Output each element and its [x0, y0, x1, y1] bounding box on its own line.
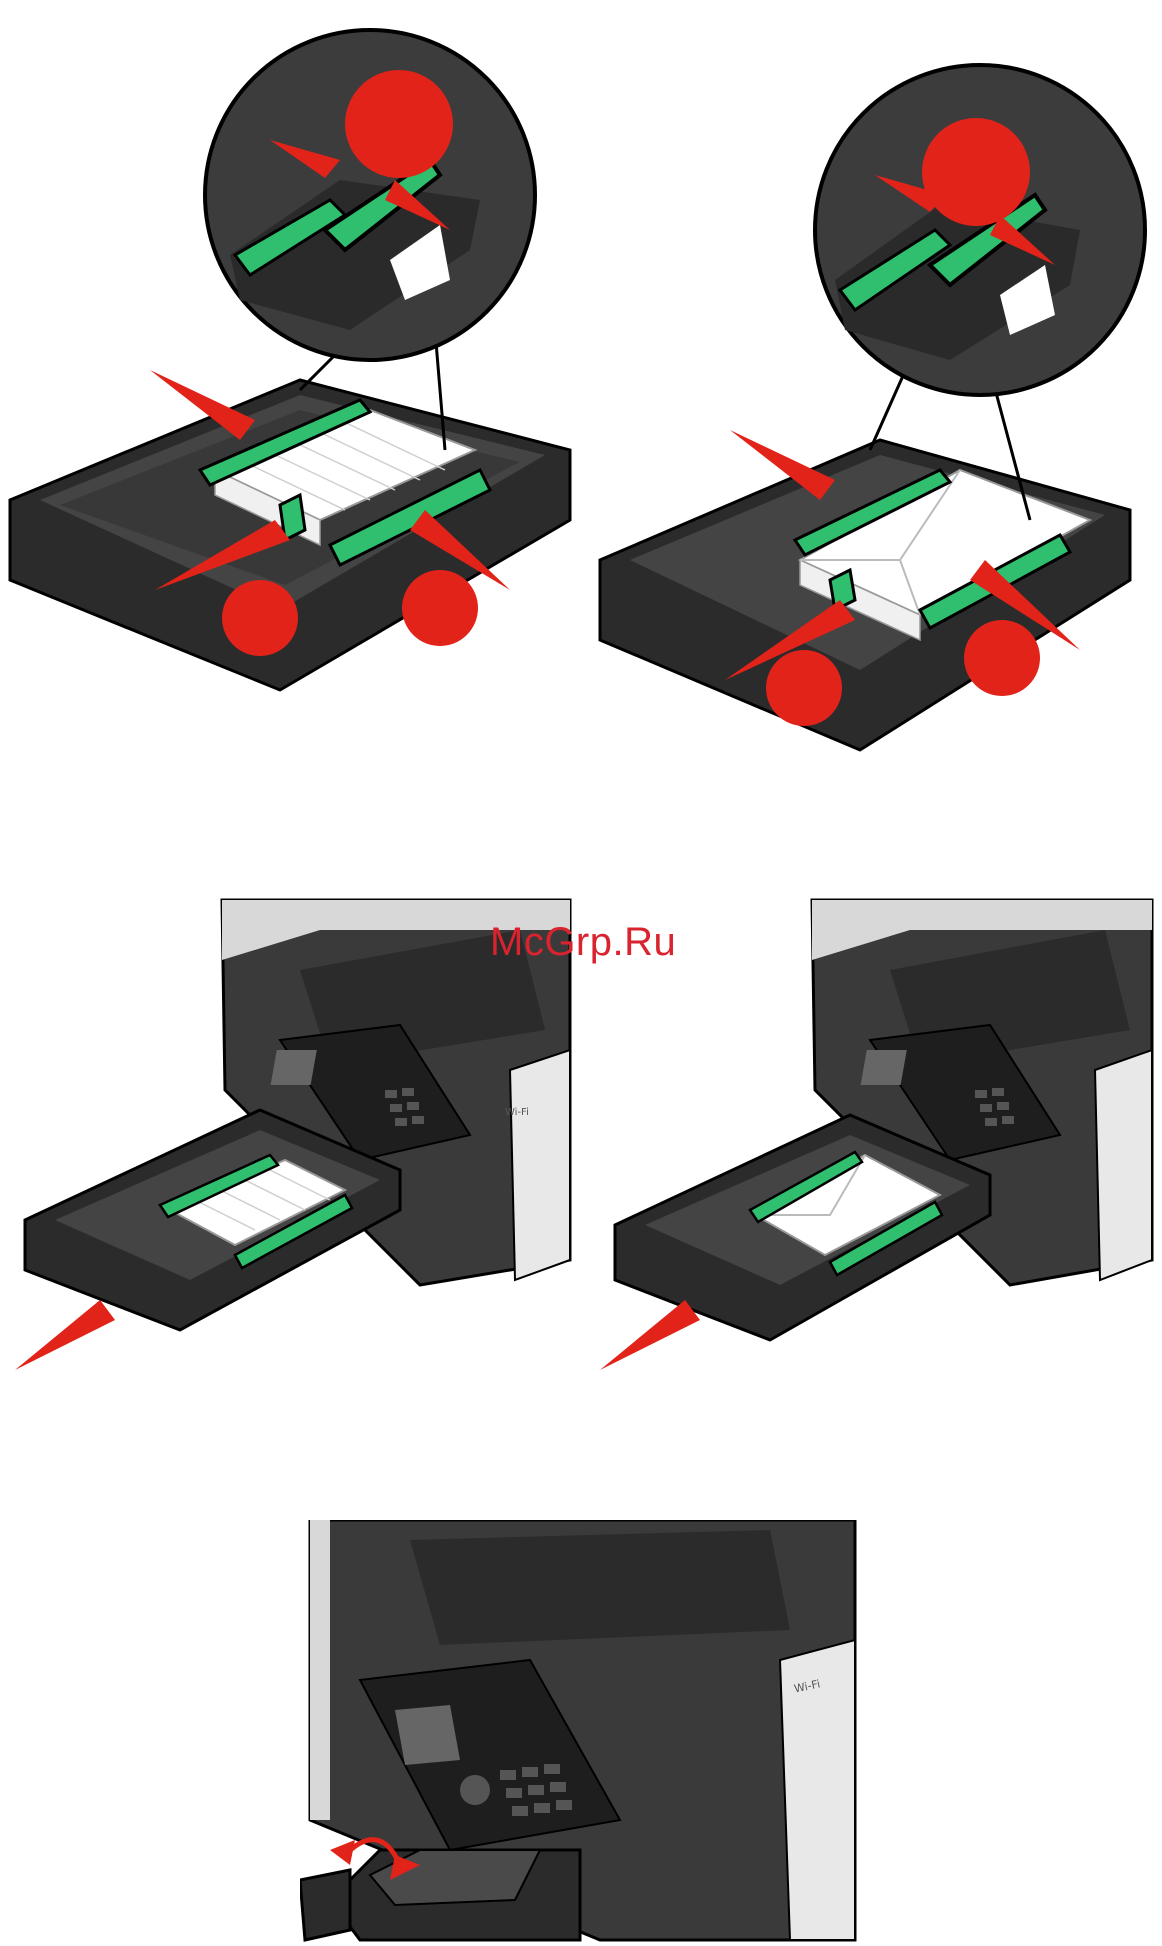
step-badge-a — [345, 70, 453, 178]
paper-stop — [300, 1870, 350, 1940]
step-badge-a — [922, 118, 1030, 226]
step-badge-b — [222, 580, 298, 656]
printer-insert-envelopes-illustration — [590, 890, 1162, 1400]
figure-insert-tray-envelopes — [590, 890, 1162, 1400]
figure-tray-paper-guides — [0, 0, 590, 750]
tray-paper-illustration — [0, 0, 590, 750]
step-badge-c — [402, 570, 478, 646]
tray-envelope-illustration — [590, 0, 1162, 760]
figure-extend-output-stop: Wi-Fi — [300, 1520, 860, 1946]
printer-insert-paper-illustration: Wi-Fi — [0, 890, 580, 1390]
step-badge-c — [964, 620, 1040, 696]
watermark-text: McGrp.Ru — [490, 920, 676, 965]
wifi-label: Wi-Fi — [505, 1107, 529, 1118]
printer-output-tray-illustration — [300, 1520, 860, 1946]
figure-insert-tray-paper: Wi-Fi — [0, 890, 580, 1390]
step-badge-b — [766, 650, 842, 726]
figure-tray-envelope-guides — [590, 0, 1162, 760]
